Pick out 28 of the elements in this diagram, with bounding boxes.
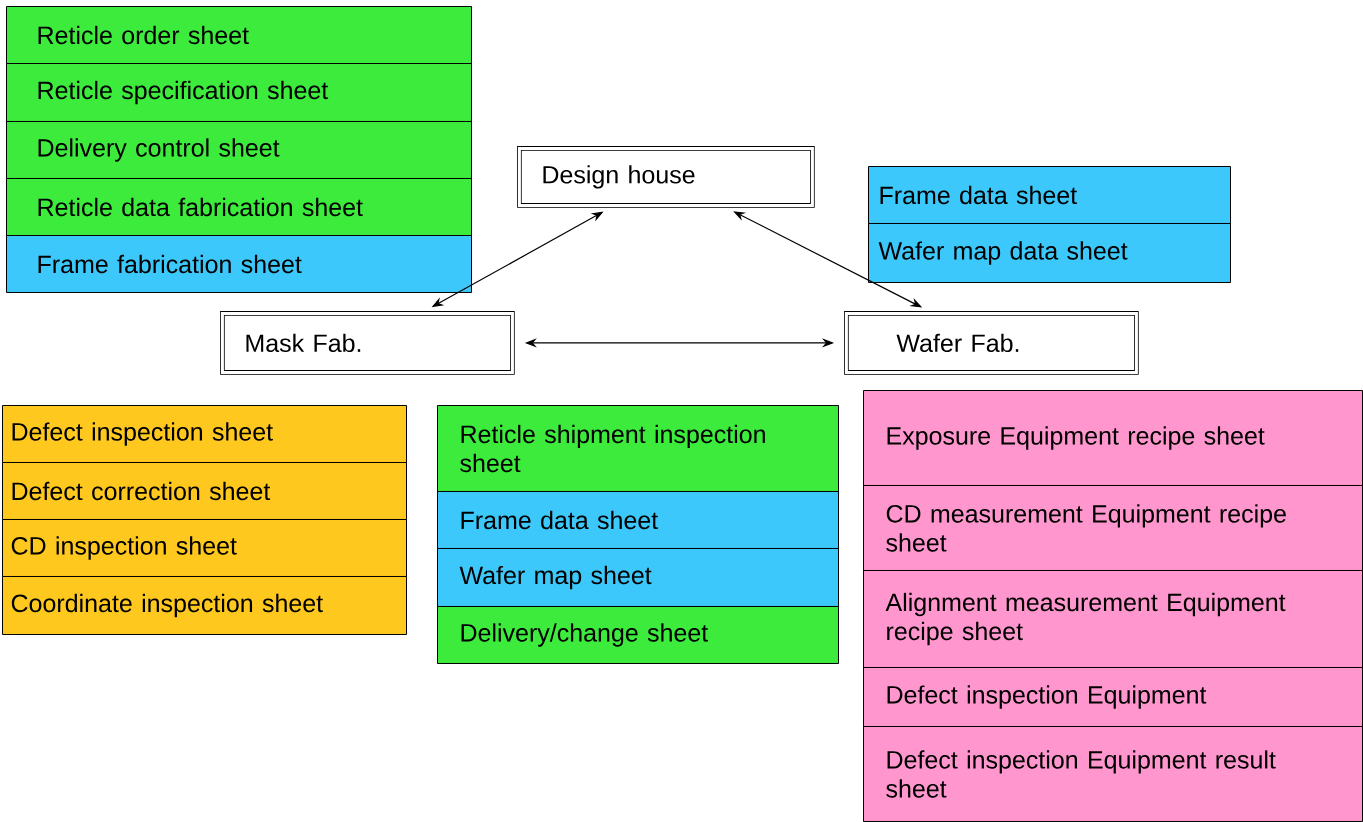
sheet-row: Alignment measurement Equipment recipe sheet xyxy=(863,570,1363,668)
sheet-row: Reticle shipment inspection sheet xyxy=(437,405,839,492)
node-label: Defect inspection Equipment xyxy=(887,685,1207,709)
node-label: Alignment measurement Equipment recipe sheet xyxy=(885,592,1286,646)
sheet-row: CD measurement Equipment recipe sheet xyxy=(863,485,1363,571)
sheet-row: Coordinate inspection sheet xyxy=(2,576,407,635)
sheet-row: Wafer map data sheet xyxy=(868,223,1231,283)
sheet-row: Defect inspection Equipment result sheet xyxy=(863,726,1363,822)
sheet-row: Frame data sheet xyxy=(437,491,839,549)
sheet-row: Wafer map sheet xyxy=(437,548,839,607)
sheet-row: Defect inspection Equipment xyxy=(863,667,1363,727)
sheet-row: Exposure Equipment recipe sheet xyxy=(863,390,1363,486)
site-box: Mask Fab. xyxy=(220,311,515,375)
sheet-row: Reticle order sheet xyxy=(6,6,472,64)
site-box: Design house xyxy=(517,146,815,208)
sheet-row: Delivery control sheet xyxy=(6,121,472,179)
sheet-row: Frame fabrication sheet xyxy=(6,235,472,293)
sheet-row: CD inspection sheet xyxy=(2,519,407,577)
sheet-row: Delivery/change sheet xyxy=(437,606,839,664)
sheet-row: Defect inspection sheet xyxy=(2,405,407,463)
sheet-row: Reticle data fabrication sheet xyxy=(6,178,472,236)
sheet-row: Defect correction sheet xyxy=(2,462,407,520)
site-box: Wafer Fab. xyxy=(844,311,1139,375)
sheet-row: Reticle specification sheet xyxy=(6,63,472,122)
sheet-row: Frame data sheet xyxy=(868,166,1231,224)
node-label: CD measurement Equipment recipe sheet xyxy=(886,504,1286,552)
node-label: Defect inspection Equipment result sheet xyxy=(886,750,1276,798)
node-label: Exposure Equipment recipe sheet xyxy=(887,426,1265,450)
